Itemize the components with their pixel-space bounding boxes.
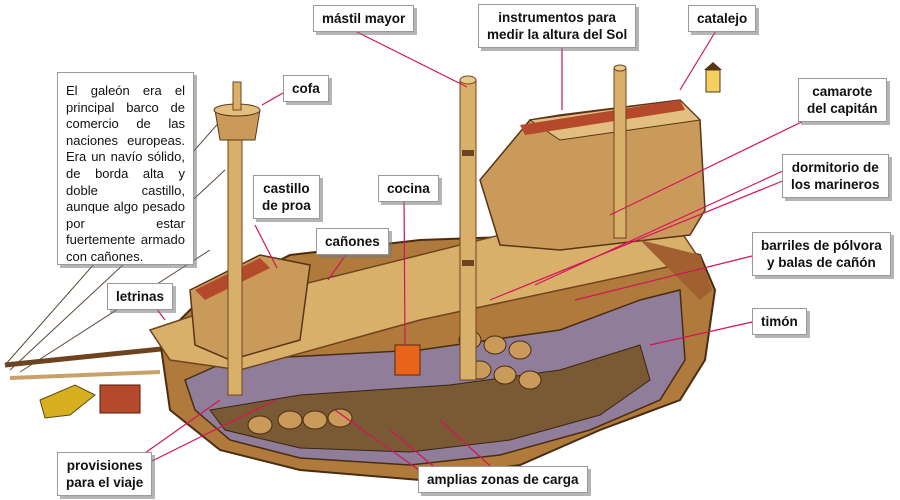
label-mastil-mayor: mástil mayor — [313, 5, 415, 32]
label-instrumentos: instrumentos para medir la altura del So… — [478, 4, 637, 48]
label-letrinas: letrinas — [107, 283, 174, 310]
label-instrumentos-line1: instrumentos para — [498, 10, 617, 25]
label-castillo-line2: de proa — [262, 198, 311, 213]
crows-nest — [213, 81, 261, 141]
label-barriles-line1: barriles de pólvora — [761, 238, 882, 253]
label-camarote: camarote del capitán — [798, 78, 887, 122]
label-barriles: barriles de pólvora y balas de cañón — [752, 232, 891, 276]
masts — [227, 64, 627, 396]
label-catalejo: catalejo — [688, 5, 757, 32]
stern-hull — [640, 240, 712, 300]
label-dormitorio: dormitorio de los marineros — [782, 154, 889, 198]
label-carga: amplias zonas de carga — [418, 466, 588, 493]
label-provisiones: provisiones para el viaje — [57, 452, 153, 496]
figurehead — [39, 384, 96, 419]
label-barriles-line2: y balas de cañón — [767, 255, 876, 270]
leader-lines — [134, 28, 819, 481]
bow-crate — [99, 384, 141, 414]
label-dormitorio-line1: dormitorio de — [791, 160, 879, 175]
label-provisiones-line2: para el viaje — [66, 475, 144, 490]
stern-lantern — [704, 62, 722, 93]
label-instrumentos-line2: medir la altura del Sol — [487, 27, 628, 42]
stern-trim — [520, 100, 685, 135]
label-camarote-line1: camarote — [812, 84, 873, 99]
galleon-description: El galeón era el principal barco de come… — [57, 72, 194, 265]
label-camarote-line2: del capitán — [807, 101, 878, 116]
label-cocina: cocina — [378, 175, 439, 202]
label-canones: cañones — [316, 228, 389, 255]
label-timon: timón — [752, 308, 807, 335]
label-cofa: cofa — [283, 75, 329, 102]
label-castillo-line1: castillo — [263, 181, 310, 196]
galley-fire — [394, 344, 421, 376]
label-dormitorio-line2: los marineros — [791, 177, 880, 192]
label-provisiones-line1: provisiones — [66, 458, 143, 473]
label-castillo-proa: castillo de proa — [253, 175, 320, 219]
